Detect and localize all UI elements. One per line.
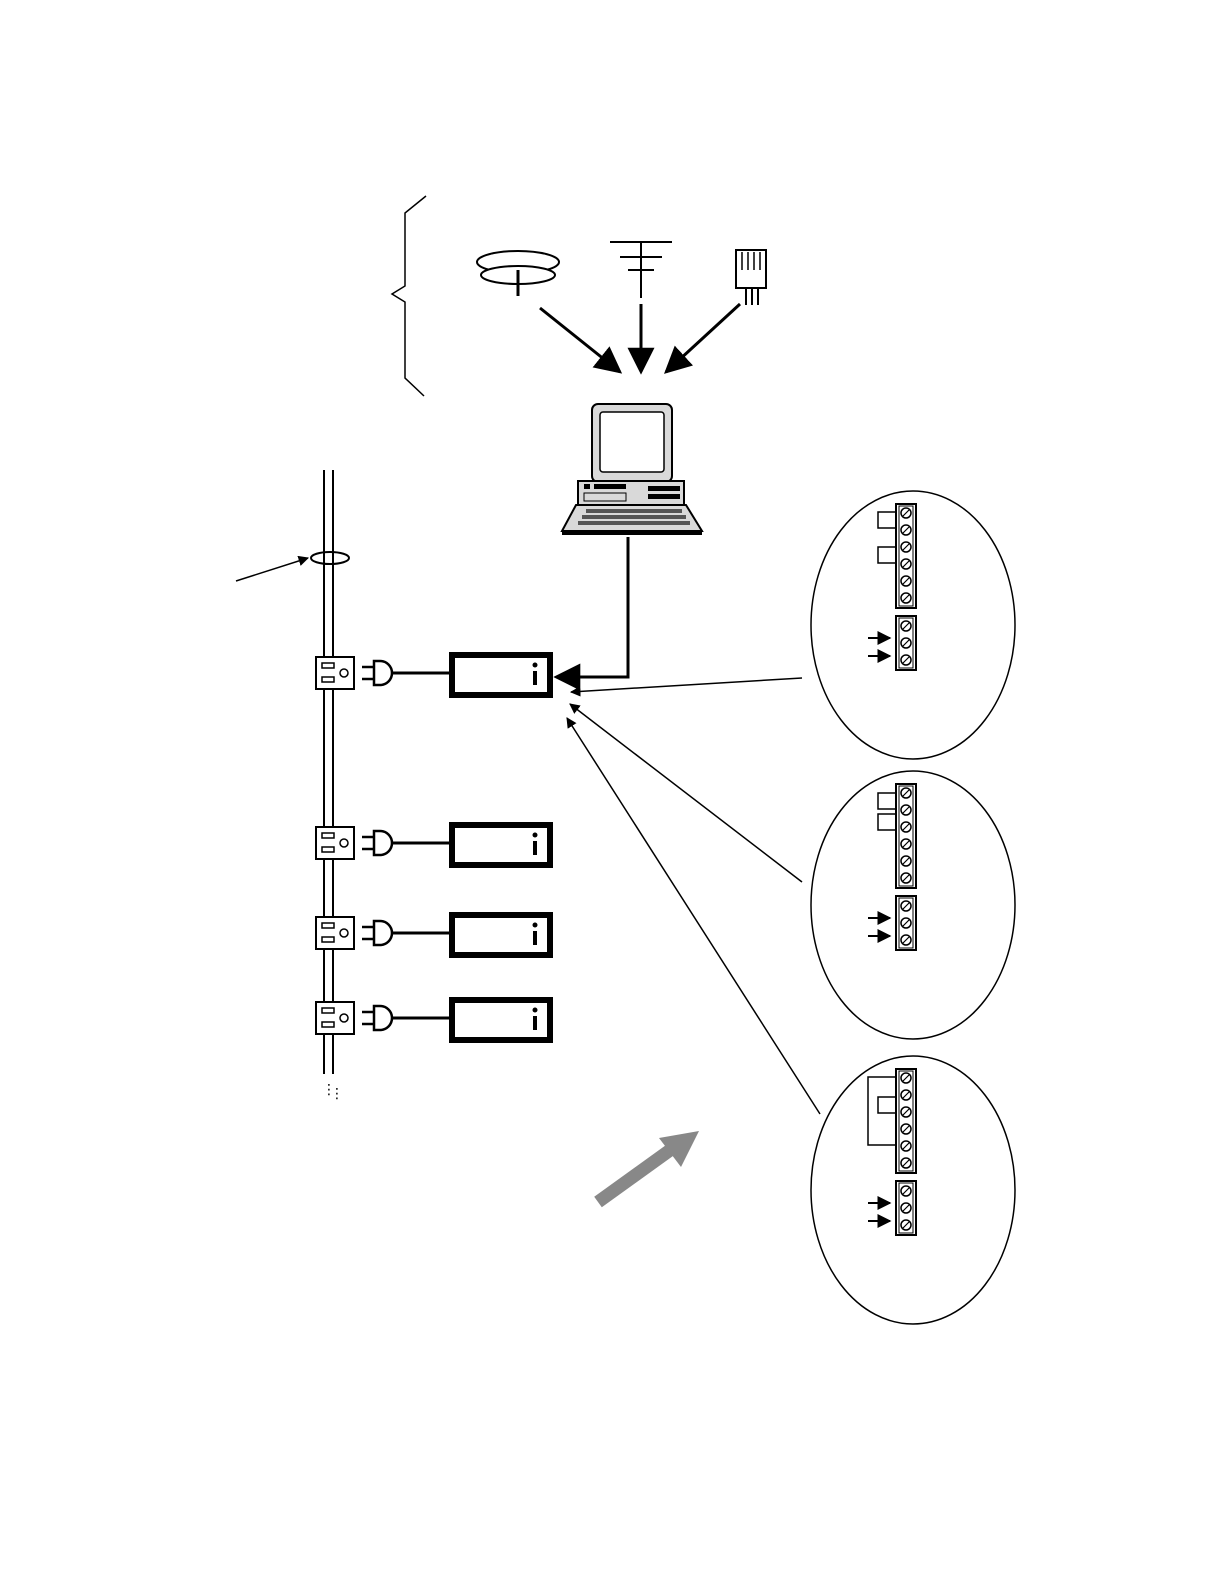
source-group-brace <box>392 196 426 396</box>
phone-jack-icon <box>736 250 766 305</box>
terminal-callout-2 <box>811 771 1015 1039</box>
outlet-slot <box>322 663 334 668</box>
two-pin-terminal-block <box>896 616 916 670</box>
outlet-slot <box>322 677 334 682</box>
phone-to-computer-arrow <box>666 304 740 372</box>
six-pin-terminal-block <box>896 784 916 888</box>
direction-arrow <box>598 1131 699 1202</box>
computer-to-adapter-cable <box>556 537 628 677</box>
power-line <box>324 470 333 1074</box>
plug-icon <box>374 921 392 945</box>
adapter-indicator-dot <box>533 663 538 668</box>
adapter-indicator-dot <box>533 1008 538 1013</box>
two-pin-terminal-block <box>896 1181 916 1235</box>
outlet-slot <box>322 847 334 852</box>
outlet-slot <box>322 833 334 838</box>
two-pin-terminal-block <box>896 896 916 950</box>
terminal-callout-3 <box>811 1056 1015 1324</box>
callout-2-pointer <box>570 704 802 882</box>
six-pin-terminal-block <box>896 504 916 608</box>
outlet-ground-hole <box>340 669 348 677</box>
plug-icon <box>374 1006 392 1030</box>
desktop-computer-icon <box>562 404 702 535</box>
outlet-row-3 <box>316 915 550 955</box>
satellite-to-computer-arrow <box>540 308 620 372</box>
terminal-block-callouts <box>811 491 1015 1324</box>
outlet-slot <box>322 1008 334 1013</box>
plug-icon <box>374 661 392 685</box>
outlet-slot <box>322 923 334 928</box>
adapter-indicator-dot <box>533 833 538 838</box>
outlet-ground-hole <box>340 1014 348 1022</box>
terminal-callout-1 <box>811 491 1015 759</box>
outlet-slot <box>322 937 334 942</box>
outlet-ground-hole <box>340 929 348 937</box>
continuation-symbol-2: ⋮ <box>330 1086 344 1102</box>
adapter-indicator-dot <box>533 923 538 928</box>
line-coupler-ring <box>311 552 349 564</box>
six-pin-terminal-block <box>896 1069 916 1173</box>
outlet-row-4 <box>316 1000 550 1040</box>
adapter-indicator-bar <box>533 671 537 685</box>
adapter-indicator-bar <box>533 1016 537 1030</box>
adapter-indicator-bar <box>533 931 537 945</box>
callout-1-pointer <box>571 678 802 692</box>
outlet-row-2 <box>316 825 550 865</box>
adapter-indicator-bar <box>533 841 537 855</box>
callout-3-pointer <box>567 718 820 1114</box>
outlet-slot <box>322 1022 334 1027</box>
outlet-row-1 <box>316 655 550 695</box>
plug-icon <box>374 831 392 855</box>
outlet-column <box>316 655 550 1040</box>
outlet-ground-hole <box>340 839 348 847</box>
tv-antenna-icon <box>610 242 672 298</box>
coupler-pointer-arrow <box>236 558 308 581</box>
satellite-dish-icon <box>477 251 559 296</box>
